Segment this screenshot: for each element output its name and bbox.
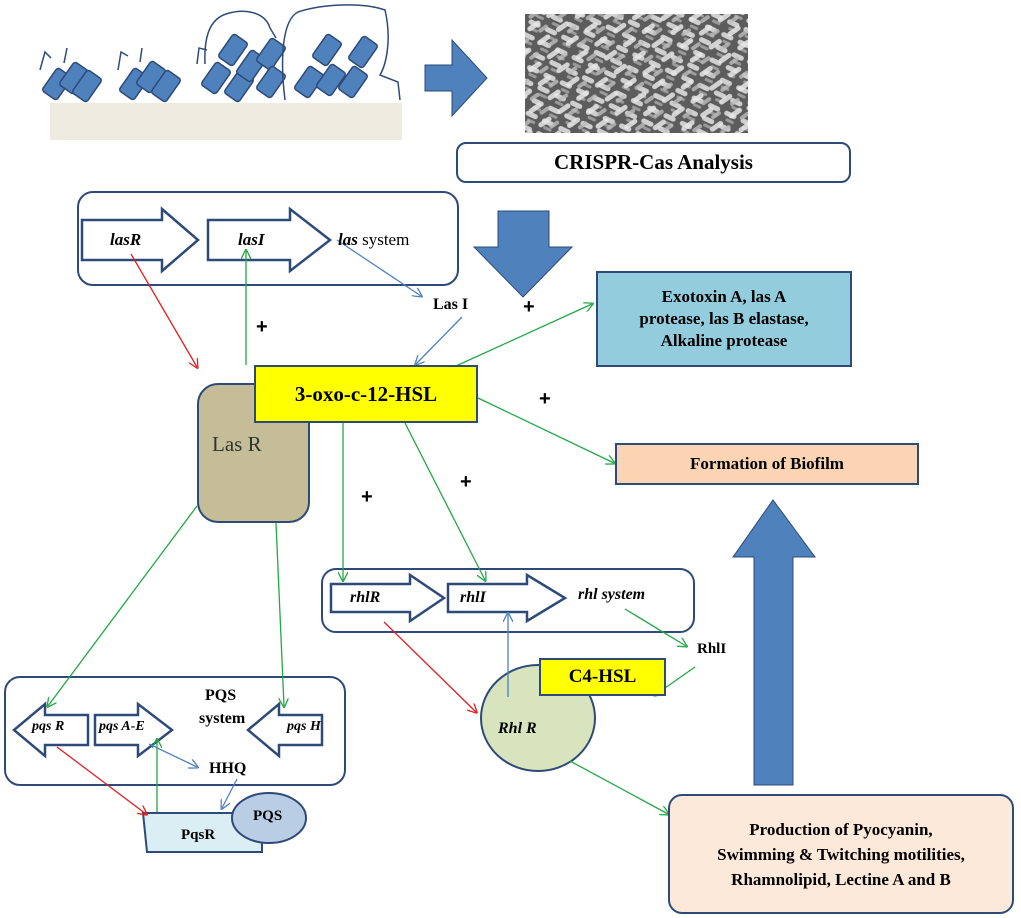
plus-sign: + — [361, 486, 373, 508]
pqs-label: PQS — [253, 808, 283, 824]
substrate-surface — [50, 103, 402, 140]
pqsr-label: PqsR — [181, 827, 216, 843]
pqs-signal — [231, 792, 307, 844]
las-r-label: Las R — [212, 432, 262, 456]
virulence-line-1: Exotoxin A, las A — [661, 287, 787, 306]
production-line-1: Production of Pyocyanin, — [749, 819, 933, 839]
rhlR-label: rhlR — [350, 589, 381, 606]
las-system-rest: system — [357, 230, 410, 249]
biofilm-formation-label: Formation of Biofilm — [690, 454, 844, 473]
crispr-cas-box: CRISPR-Cas Analysis — [456, 142, 851, 183]
rhlR-gene-arrow — [329, 572, 447, 624]
las-i-product-label: Las I — [433, 296, 469, 313]
pqsH-label: pqs H — [287, 719, 321, 734]
plus-sign: + — [460, 471, 472, 493]
pqsR-gene-arrow — [12, 701, 90, 759]
production-box: Production of Pyocyanin, Swimming & Twit… — [668, 794, 1014, 914]
right-arrow-icon — [424, 38, 488, 118]
c4-hsl-box: C4-HSL — [539, 658, 666, 696]
biofilm-cells — [42, 33, 378, 103]
las-system-italic: las — [338, 230, 358, 249]
rhl-system-label: rhl system — [578, 586, 646, 603]
production-line-3: Rhamnolipid, Lectine A and B — [731, 869, 951, 889]
rhl-i-product-label: RhlI — [697, 641, 727, 657]
rhlI-label: rhlI — [460, 589, 486, 606]
biofilm-formation-box: Formation of Biofilm — [615, 443, 919, 485]
flagella — [39, 4, 401, 101]
production-line-2: Swimming & Twitching motilities, — [717, 844, 965, 864]
hhq-label: HHQ — [209, 760, 247, 777]
3oxo-c12-hsl-box: 3-oxo-c-12-HSL — [254, 365, 478, 423]
c4-hsl-label: C4-HSL — [568, 666, 637, 687]
pqs-system-box — [4, 676, 346, 786]
pqsH-gene-arrow — [246, 701, 324, 759]
las-system-label: las system — [338, 230, 409, 250]
pqsR-label: pqs R — [32, 719, 65, 734]
plus-sign: + — [256, 316, 268, 338]
pqs-system-line-1: PQS — [205, 687, 237, 704]
rhl-r-label: Rhl R — [498, 720, 537, 737]
plus-sign: + — [539, 388, 551, 410]
plus-sign: + — [523, 296, 535, 318]
lasR-gene-arrow — [80, 206, 200, 274]
pqsAE-label: pqs A-E — [99, 719, 145, 734]
crispr-cas-label: CRISPR-Cas Analysis — [554, 150, 753, 174]
rhlI-gene-arrow — [446, 572, 568, 624]
virulence-factors-box: Exotoxin A, las A protease, las B elasta… — [596, 271, 852, 367]
3oxo-c12-hsl-label: 3-oxo-c-12-HSL — [294, 381, 438, 406]
down-arrow-icon — [472, 210, 574, 298]
virulence-line-2: protease, las B elastase, — [639, 309, 809, 328]
lasI-gene-arrow — [206, 206, 333, 274]
pqs-system-line-2: system — [199, 710, 246, 727]
lasI-label: lasI — [238, 230, 265, 249]
lasR-label: lasR — [110, 230, 142, 249]
virulence-line-3: Alkaline protease — [660, 331, 788, 350]
up-arrow-icon — [732, 499, 816, 786]
